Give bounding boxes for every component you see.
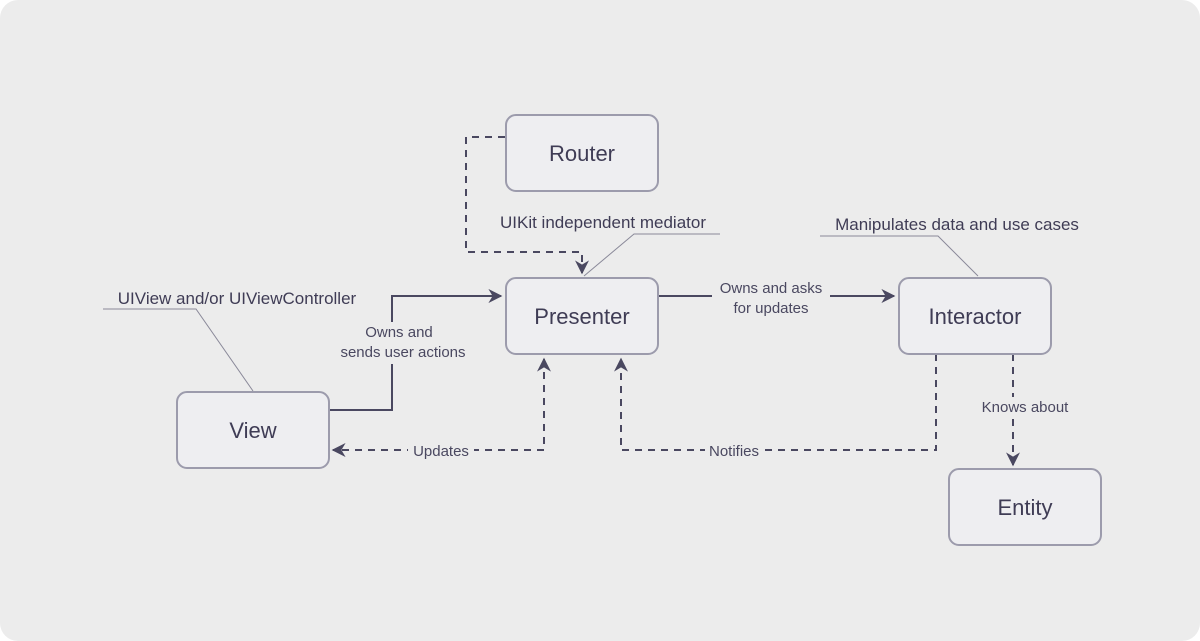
view-node: View	[176, 391, 330, 469]
interactor-note-line	[820, 235, 979, 277]
presenter-label: Presenter	[534, 304, 629, 329]
router-to-presenter-arrow	[465, 136, 589, 275]
presenter-node: Presenter	[505, 277, 659, 355]
updates-label: Updates	[413, 443, 469, 460]
view-to-presenter-label-1: Owns and	[365, 324, 433, 341]
presenter-to-view-updates-arrow	[331, 357, 551, 457]
presenter-to-interactor-label-2: for updates	[733, 300, 808, 317]
interactor-to-presenter-notifies-arrow	[614, 354, 937, 451]
interactor-note: Manipulates data and use cases	[835, 215, 1079, 234]
interactor-node: Interactor	[898, 277, 1052, 355]
knows-about-label: Knows about	[982, 399, 1070, 416]
notifies-label: Notifies	[709, 443, 759, 460]
view-to-presenter-label-2: sends user actions	[340, 344, 465, 361]
router-node: Router	[505, 114, 659, 192]
view-note: UIView and/or UIViewController	[118, 289, 357, 308]
presenter-note: UIKit independent mediator	[500, 213, 706, 232]
router-label: Router	[549, 141, 615, 166]
interactor-label: Interactor	[929, 304, 1022, 329]
entity-label: Entity	[997, 495, 1052, 520]
entity-node: Entity	[948, 468, 1102, 546]
view-label: View	[229, 418, 276, 443]
presenter-note-line	[583, 233, 720, 277]
view-note-line	[103, 308, 254, 392]
presenter-to-interactor-label-1: Owns and asks	[720, 280, 823, 297]
